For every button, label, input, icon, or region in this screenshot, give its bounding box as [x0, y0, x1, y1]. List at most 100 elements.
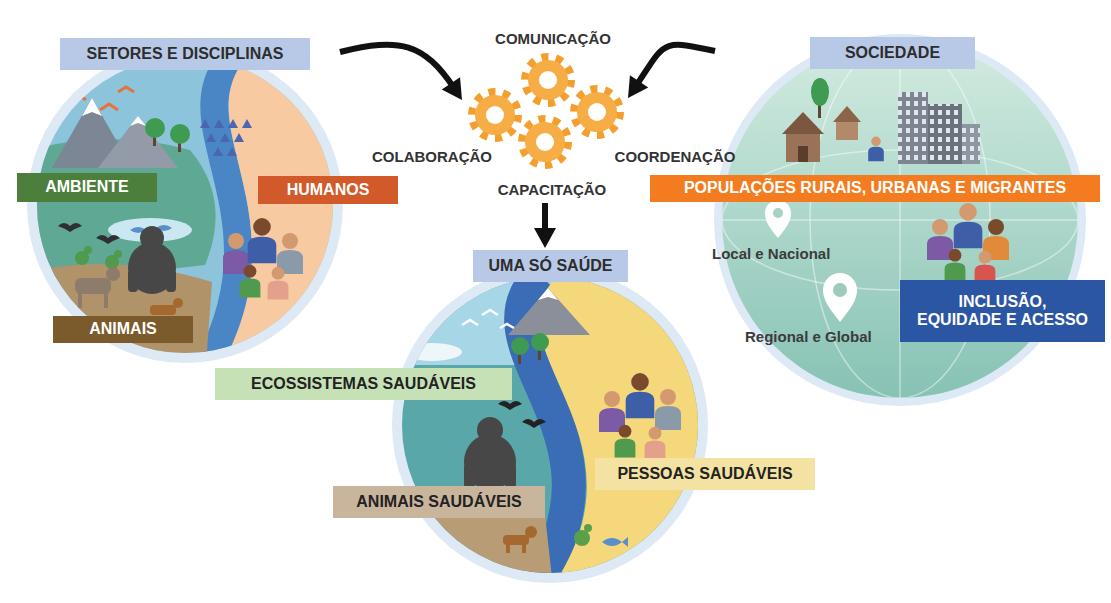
- illustration-part: [462, 310, 514, 328]
- illustration-part: [268, 267, 289, 300]
- illustration-part: [222, 52, 350, 365]
- illustration-part: [928, 104, 962, 164]
- connector: [340, 45, 462, 100]
- illustration-part: [140, 226, 164, 250]
- arrowhead: [442, 77, 462, 100]
- illustration-part: [574, 530, 590, 546]
- connector: [534, 203, 556, 248]
- illustration-part: [228, 119, 238, 128]
- illustration-part: [898, 92, 928, 164]
- tag-text: INCLUSÃO, EQUIDADE E ACESSO: [917, 293, 1088, 330]
- illustration-part: [240, 265, 261, 298]
- illustration-part: [782, 112, 824, 134]
- gear-label: COLABORAÇÃO: [372, 148, 492, 165]
- sector-tag: HUMANOS: [258, 176, 398, 204]
- society-tag: INCLUSÃO, EQUIDADE E ACESSO: [900, 280, 1105, 342]
- illustration-part: [106, 267, 120, 281]
- tag-text: AMBIENTE: [45, 178, 129, 196]
- illustration-part: [786, 132, 820, 162]
- sector-tag: ANIMAIS: [53, 316, 193, 343]
- illustration-part: [833, 106, 861, 122]
- illustration-part: [498, 401, 522, 410]
- illustration-part: [539, 71, 557, 89]
- illustration-part: [522, 543, 526, 553]
- illustration-part: [84, 246, 92, 254]
- illustration-part: [928, 104, 962, 164]
- illustration-part: [234, 133, 244, 142]
- illustration-part: [811, 78, 829, 106]
- sector-tag: AMBIENTE: [17, 173, 157, 202]
- illustration-part: [128, 270, 138, 292]
- illustration-part: [486, 106, 504, 124]
- gear-label: COORDENAÇÃO: [615, 148, 736, 165]
- illustration-part: [584, 524, 592, 532]
- illustration-part: [574, 524, 592, 546]
- illustration-part: [506, 543, 510, 553]
- connector-line: [340, 45, 454, 89]
- illustration-part: [96, 235, 120, 244]
- illustration-part: [599, 391, 625, 432]
- illustration-part: [945, 249, 966, 282]
- illustration-part: [503, 526, 537, 553]
- place-label: Regional e Global: [745, 328, 872, 345]
- tag-text: ANIMAIS: [89, 320, 157, 338]
- connector: [628, 45, 715, 98]
- illustration-part: [78, 292, 82, 308]
- tag-text: PESSOAS SAUDÁVEIS: [617, 465, 792, 483]
- illustration-part: [773, 208, 783, 218]
- illustration-part: [615, 425, 636, 458]
- illustration-part: [75, 246, 122, 269]
- sector-circle-art: [27, 47, 350, 370]
- illustration-part: [522, 419, 546, 428]
- illustration-part: [130, 116, 146, 126]
- society-circle: SOCIEDADEPOPULAÇÕES RURAIS, URBANAS E MI…: [715, 37, 1085, 405]
- illustration-part: [464, 417, 516, 490]
- illustration-part: [58, 223, 82, 232]
- tag-text: ECOSSISTEMAS SAUDÁVEIS: [251, 375, 476, 393]
- arrowhead: [628, 75, 648, 98]
- illustration-part: [400, 275, 705, 578]
- illustration-part: [823, 273, 857, 322]
- health-tag: ANIMAIS SAUDÁVEIS: [333, 486, 545, 518]
- illustration-part: [392, 267, 708, 583]
- illustration-part: [836, 120, 858, 140]
- heading-box: SETORES E DISCIPLINAS: [60, 38, 310, 70]
- illustration-part: [798, 146, 808, 162]
- illustration-part: [602, 537, 628, 547]
- illustration-part: [505, 464, 516, 488]
- illustration-part: [720, 40, 1080, 400]
- arrowhead: [534, 228, 556, 248]
- illustration-part: [531, 333, 549, 351]
- heading-text: SETORES E DISCIPLINAS: [86, 45, 283, 63]
- illustration-part: [477, 417, 503, 443]
- gear-label: COMUNICAÇÃO: [495, 30, 611, 47]
- illustration-part: [588, 103, 606, 121]
- tag-text: HUMANOS: [287, 181, 370, 199]
- one-health-circle-art: [392, 267, 708, 583]
- gear-label: CAPACITAÇÃO: [498, 181, 607, 198]
- illustration-part: [173, 298, 183, 308]
- illustration-part: [898, 92, 928, 164]
- gears: [472, 57, 620, 165]
- gear-cluster: COMUNICAÇÃOCOLABORAÇÃOCOORDENAÇÃOCAPACIT…: [462, 55, 628, 200]
- illustration-part: [213, 147, 223, 156]
- illustration-part: [75, 278, 111, 294]
- tag-text: ANIMAIS SAUDÁVEIS: [356, 493, 521, 511]
- illustration-part: [720, 40, 1080, 400]
- illustration-part: [166, 270, 176, 292]
- illustration-part: [975, 251, 996, 284]
- illustration-part: [714, 34, 1086, 406]
- illustration-part: [98, 116, 178, 168]
- illustration-part: [472, 92, 518, 138]
- health-tag: PESSOAS SAUDÁVEIS: [595, 458, 815, 490]
- illustration-part: [655, 389, 681, 430]
- illustration-part: [248, 218, 277, 263]
- illustration-part: [75, 267, 120, 308]
- illustration-part: [511, 337, 529, 355]
- illustration-part: [868, 137, 884, 162]
- illustration-part: [626, 373, 655, 418]
- illustration-part: [150, 298, 183, 315]
- health-tag: ECOSSISTEMAS SAUDÁVEIS: [215, 368, 512, 400]
- illustration-part: [220, 133, 230, 142]
